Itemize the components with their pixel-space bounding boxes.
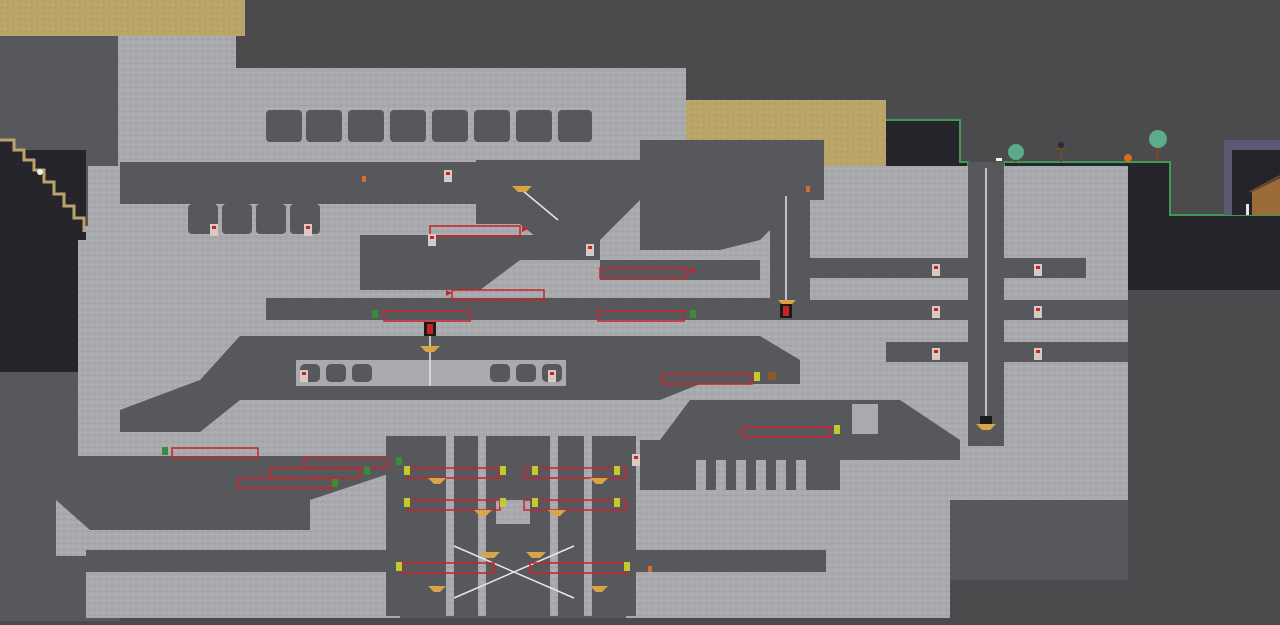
zombie-icon <box>500 498 506 507</box>
goblin-icon <box>364 467 370 475</box>
goblin-icon <box>332 479 338 487</box>
skeleton-icon <box>300 370 308 382</box>
player-icon <box>37 169 43 175</box>
skeleton-icon <box>1034 306 1042 318</box>
zombie-icon <box>532 466 538 475</box>
zombie-enemies[interactable] <box>396 372 840 571</box>
skeleton-icon <box>210 224 218 236</box>
skeleton-icon <box>932 306 940 318</box>
crate-icon <box>768 372 776 380</box>
skeleton-icon <box>1034 348 1042 360</box>
tree-icon <box>1008 144 1024 162</box>
skeleton-enemies[interactable] <box>210 170 1042 466</box>
skeleton-icon <box>444 170 452 182</box>
flags[interactable] <box>446 226 696 296</box>
zombie-icon <box>532 498 538 507</box>
staircase-left <box>0 138 86 240</box>
signpost-icon <box>996 158 1002 161</box>
skeleton-icon <box>586 244 594 256</box>
skeleton-icon <box>548 370 556 382</box>
outdoor-scenery <box>37 130 1280 215</box>
torch-icon <box>362 176 366 182</box>
scarecrow-icon <box>1054 142 1068 162</box>
zombie-icon <box>500 466 506 475</box>
flag-icon <box>446 290 452 296</box>
skeleton-icon <box>304 224 312 236</box>
skeleton-icon <box>1034 264 1042 276</box>
zombie-icon <box>624 562 630 571</box>
lift-cables <box>429 168 987 599</box>
goblin-icon <box>396 457 402 465</box>
goblin-icon <box>372 310 378 318</box>
flag-icon <box>690 268 696 274</box>
cabin-icon <box>1249 175 1280 215</box>
skeleton-icon <box>932 348 940 360</box>
zombie-icon <box>404 466 410 475</box>
zombie-icon <box>754 372 760 381</box>
goblin-icon <box>162 447 168 455</box>
torch-icon <box>648 566 652 572</box>
zombie-icon <box>614 466 620 475</box>
zombie-icon <box>404 498 410 507</box>
flag-icon <box>522 226 528 232</box>
moving-platforms[interactable] <box>420 186 996 592</box>
goblin-enemies[interactable] <box>162 310 696 487</box>
goblin-icon <box>690 310 696 318</box>
skeleton-icon <box>632 454 640 466</box>
torch-icon <box>806 186 810 192</box>
zombie-icon <box>834 425 840 434</box>
lamp-post-icon <box>1246 204 1249 215</box>
zombie-icon <box>396 562 402 571</box>
zombie-icon <box>614 498 620 507</box>
locked-gates[interactable] <box>424 304 992 424</box>
tree-icon <box>1149 130 1167 160</box>
trigger-zones[interactable] <box>171 225 831 574</box>
skeleton-icon <box>932 264 940 276</box>
pumpkin-icon <box>1124 154 1132 162</box>
props <box>362 176 810 572</box>
skeleton-icon <box>428 234 436 246</box>
sand-block-topleft <box>0 0 245 36</box>
